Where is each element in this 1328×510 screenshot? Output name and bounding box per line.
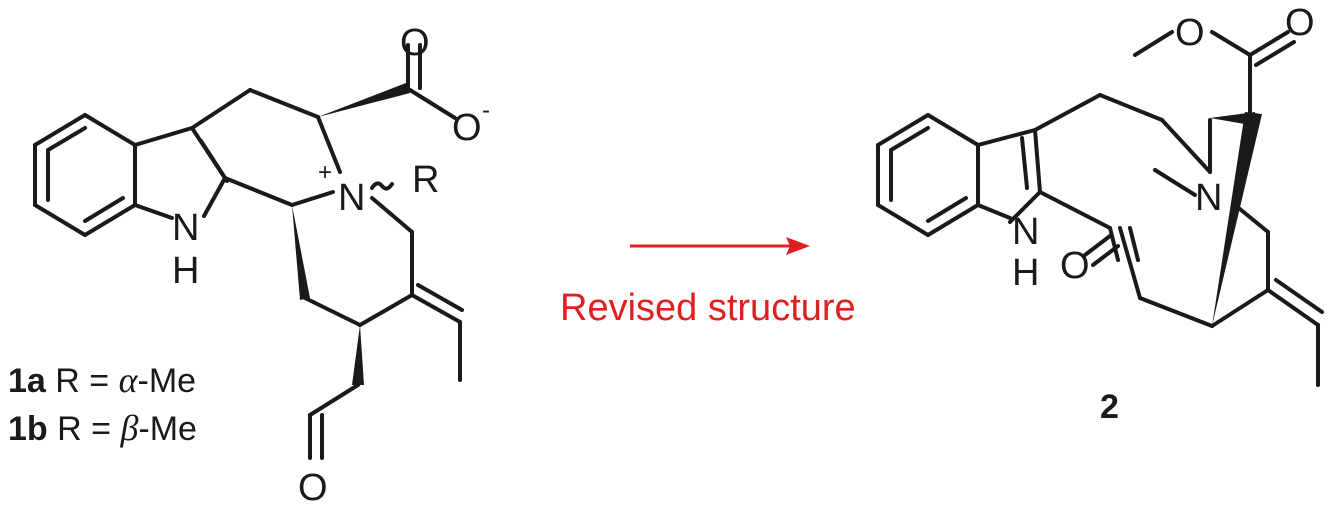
- compound-1-plus-charge: +: [318, 159, 332, 186]
- compound-2-indole-hydrogen: H: [1012, 252, 1039, 294]
- variant-1b-label: 1b R = β-Me: [8, 408, 197, 448]
- compound-2-structure: [876, 30, 1324, 387]
- compound-1-indole-nitrogen: N: [172, 207, 199, 249]
- compound-2-indole-nitrogen: N: [1012, 211, 1039, 253]
- compound-2-amine-nitrogen: N: [1195, 177, 1222, 219]
- arrow-caption: Revised structure: [560, 287, 856, 329]
- compound-1-indole-hydrogen: H: [172, 250, 199, 292]
- compound-1-carboxylate-charge: -: [482, 97, 490, 124]
- reaction-arrow: [630, 237, 810, 255]
- compound-2-label: 2: [1100, 388, 1119, 426]
- compound-2-ester-oxygen: O: [1175, 12, 1205, 54]
- compound-2-ketone-oxygen: O: [1060, 245, 1090, 287]
- compound-1-carbonyl-oxygen: O: [400, 22, 430, 64]
- compound-1-ammonium-nitrogen: N: [338, 177, 365, 219]
- compound-1-aldehyde-oxygen: O: [298, 467, 328, 509]
- compound-1-carboxylate-oxygen: O: [452, 107, 482, 149]
- compound-1-r-group: R: [412, 159, 439, 201]
- compound-2-carbonyl-oxygen: O: [1285, 2, 1315, 44]
- variant-1a-label: 1a R = α-Me: [8, 360, 196, 400]
- compound-1-structure: [33, 43, 464, 460]
